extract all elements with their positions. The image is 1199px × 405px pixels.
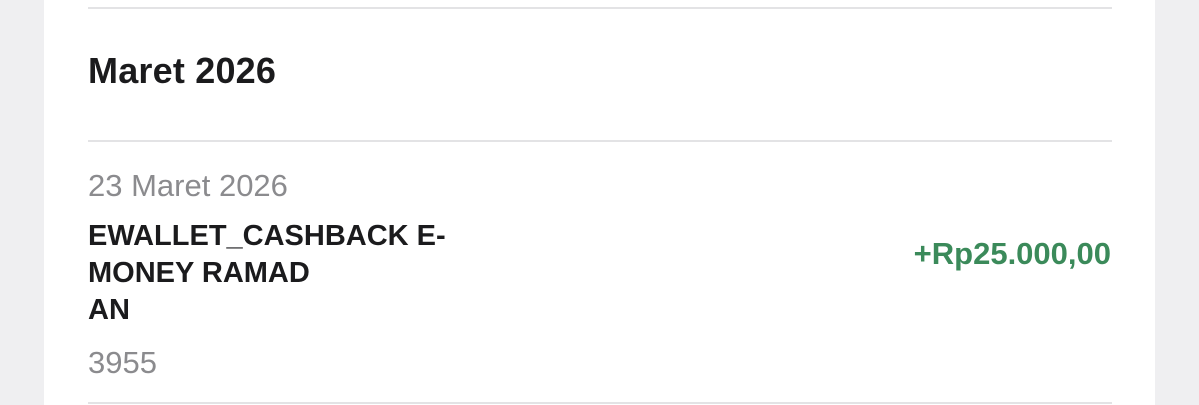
transaction-history-card: Maret 2026 23 Maret 2026 EWALLET_CASHBAC…: [44, 0, 1155, 405]
divider-section: [88, 140, 1112, 142]
transaction-amount: +Rp25.000,00: [913, 236, 1111, 271]
transaction-description-line: MONEY RAMAD: [88, 257, 310, 289]
month-section-title: Maret 2026: [88, 50, 277, 91]
divider-bottom: [88, 402, 1112, 404]
transaction-reference: 3955: [88, 345, 157, 380]
transaction-description: EWALLET_CASHBACK E- MONEY RAMAD AN: [88, 218, 508, 329]
transaction-description-line: AN: [88, 294, 130, 326]
divider-top: [88, 7, 1112, 9]
transaction-date: 23 Maret 2026: [88, 168, 288, 203]
transaction-description-line: EWALLET_CASHBACK E-: [88, 220, 446, 252]
